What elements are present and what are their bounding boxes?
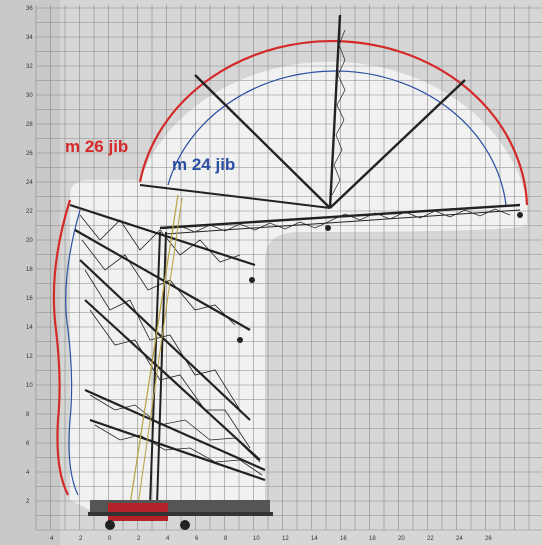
y-tick-label: 12 bbox=[26, 354, 33, 360]
left-fade bbox=[0, 0, 60, 545]
vertical-jib-lattice bbox=[331, 29, 346, 196]
y-tick-label: 18 bbox=[26, 267, 33, 273]
jib-60deg-right bbox=[329, 79, 466, 209]
x-tick-label: 8 bbox=[224, 536, 228, 542]
hooks bbox=[237, 212, 523, 343]
folded-jib-lattice bbox=[79, 214, 263, 476]
crane-base bbox=[88, 500, 273, 530]
y-tick-label: 10 bbox=[26, 383, 33, 389]
x-tick-label: 6 bbox=[195, 536, 199, 542]
jib-60deg-left bbox=[194, 74, 331, 209]
x-tick-label: 20 bbox=[398, 536, 405, 542]
x-tick-label: 18 bbox=[369, 536, 376, 542]
jib-horizontal-lower bbox=[164, 209, 521, 235]
x-tick-label: 24 bbox=[456, 536, 463, 542]
folded-jib-6 bbox=[89, 418, 266, 482]
y-tick-label: 20 bbox=[26, 238, 33, 244]
y-tick-label: 6 bbox=[26, 441, 30, 447]
x-tick-label: 2 bbox=[137, 536, 141, 542]
x-tick-label: 10 bbox=[253, 536, 260, 542]
folded-jib-3 bbox=[79, 259, 251, 421]
folded-jib-1 bbox=[69, 203, 256, 267]
y-tick-label: 32 bbox=[26, 64, 33, 70]
horizontal-jib-lattice bbox=[179, 208, 511, 233]
y-tick-label: 24 bbox=[26, 180, 33, 186]
wheel-icon bbox=[180, 520, 190, 530]
x-tick-label: 14 bbox=[311, 536, 318, 542]
x-tick-label: 0 bbox=[108, 536, 112, 542]
x-tick-label: 16 bbox=[340, 536, 347, 542]
folded-jib-4 bbox=[84, 299, 261, 461]
wheel-icon bbox=[105, 520, 115, 530]
hook-icon bbox=[249, 277, 255, 283]
hook-icon bbox=[237, 337, 243, 343]
y-tick-label: 30 bbox=[26, 93, 33, 99]
y-tick-label: 4 bbox=[26, 470, 30, 476]
jib-vertical bbox=[328, 14, 342, 209]
x-tick-label: 4 bbox=[166, 536, 170, 542]
y-tick-label: 14 bbox=[26, 325, 33, 331]
y-tick-label: 26 bbox=[26, 151, 33, 157]
outrigger bbox=[88, 512, 273, 516]
erection-strut-2 bbox=[137, 197, 183, 506]
x-tick-label: 12 bbox=[282, 536, 289, 542]
y-tick-label: 16 bbox=[26, 296, 33, 302]
hook-icon bbox=[325, 225, 331, 231]
y-tick-label: 28 bbox=[26, 122, 33, 128]
jib-26-label: m 26 jib bbox=[65, 137, 128, 156]
x-tick-label: 4 bbox=[50, 536, 54, 542]
hook-icon bbox=[517, 212, 523, 218]
jib-low-left bbox=[139, 184, 331, 209]
y-tick-label: 36 bbox=[26, 6, 33, 12]
jib-24-label: m 24 jib bbox=[172, 155, 235, 174]
x-tick-label: 22 bbox=[427, 536, 434, 542]
y-tick-label: 8 bbox=[26, 412, 30, 418]
folded-jib-2 bbox=[74, 229, 251, 331]
x-tick-label: 2 bbox=[79, 536, 83, 542]
y-tick-label: 22 bbox=[26, 209, 33, 215]
jib-26-envelope bbox=[52, 39, 529, 496]
y-tick-label: 34 bbox=[26, 35, 33, 41]
y-tick-label: 2 bbox=[26, 499, 30, 505]
erection-strut bbox=[129, 194, 179, 506]
crane-structure bbox=[69, 14, 521, 506]
folded-jib-5 bbox=[84, 388, 266, 472]
x-tick-label: 26 bbox=[485, 536, 492, 542]
jib-24-envelope bbox=[65, 70, 507, 496]
